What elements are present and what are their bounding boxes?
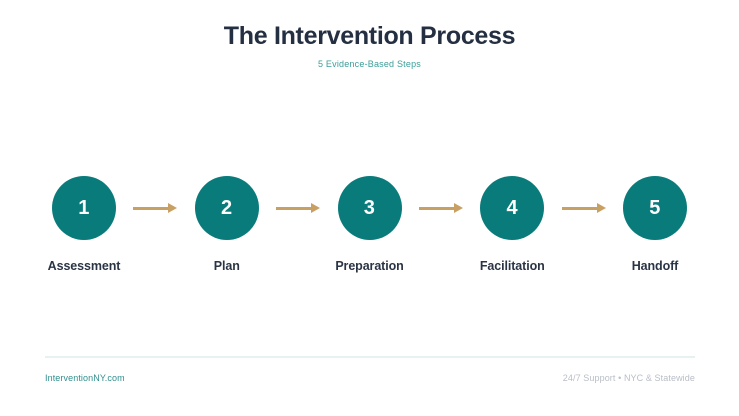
header: The Intervention Process 5 Evidence-Base…	[0, 22, 739, 69]
page-subtitle: 5 Evidence-Based Steps	[318, 58, 421, 69]
arrow-right-icon	[418, 203, 463, 213]
page-title: The Intervention Process	[223, 22, 516, 50]
step-circle-1[interactable]: 1	[52, 176, 116, 240]
arrow-shaft	[561, 207, 598, 210]
step-label-4: Facilitation	[479, 259, 545, 273]
arrow-shaft	[276, 207, 313, 210]
step-label-2: Plan	[213, 259, 240, 273]
connector-2-3	[259, 176, 338, 240]
footer-website-link[interactable]: InterventionNY.com	[45, 373, 125, 383]
arrow-shaft	[418, 207, 455, 210]
arrow-right-icon	[276, 203, 321, 213]
step-number-4: 4	[506, 197, 519, 219]
process-step-5[interactable]: 5 Handoff	[623, 176, 687, 273]
connector-3-4	[402, 176, 481, 240]
arrow-head	[168, 203, 178, 213]
step-label-1: Assessment	[47, 259, 121, 273]
arrow-shaft	[133, 207, 170, 210]
footer: InterventionNY.com 24/7 Support • NYC & …	[45, 373, 695, 383]
process-flow: 1 Assessment 2 Plan 3 P	[48, 176, 687, 273]
step-circle-2[interactable]: 2	[194, 176, 259, 240]
arrow-head	[311, 203, 321, 213]
step-number-3: 3	[363, 197, 376, 219]
process-step-1[interactable]: 1 Assessment	[48, 176, 120, 273]
step-label-3: Preparation	[335, 259, 404, 273]
step-label-5: Handoff	[631, 259, 679, 273]
connector-4-5	[544, 176, 623, 240]
connector-1-2	[116, 176, 195, 240]
step-circle-4[interactable]: 4	[480, 176, 545, 240]
arrow-head	[453, 203, 463, 213]
process-step-4[interactable]: 4 Facilitation	[479, 176, 545, 273]
step-number-2: 2	[220, 197, 233, 219]
process-step-3[interactable]: 3 Preparation	[335, 176, 404, 273]
footer-divider	[45, 356, 695, 358]
step-circle-5[interactable]: 5	[623, 176, 687, 240]
process-step-2[interactable]: 2 Plan	[194, 176, 259, 273]
arrow-right-icon	[561, 203, 606, 213]
step-number-5: 5	[649, 197, 661, 219]
arrow-head	[596, 203, 606, 213]
step-number-1: 1	[78, 197, 90, 219]
arrow-right-icon	[133, 203, 178, 213]
footer-support-note: 24/7 Support • NYC & Statewide	[562, 373, 695, 383]
step-circle-3[interactable]: 3	[337, 176, 402, 240]
